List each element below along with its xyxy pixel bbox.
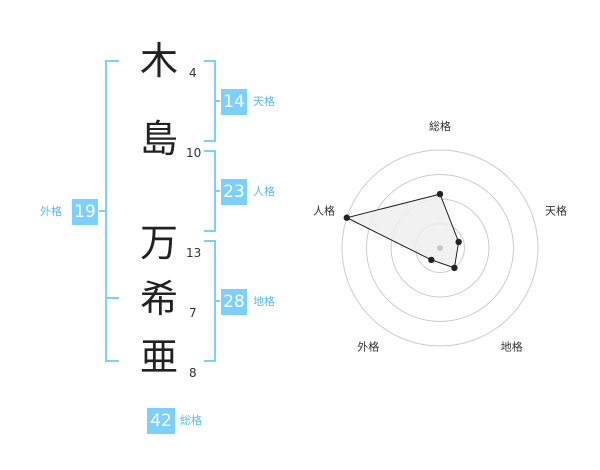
radar-axis-label-1: 総格 [429,119,451,133]
name-char-1: 木 [140,39,179,83]
name-char-5: 亜 [140,335,179,379]
radar-point-5 [343,214,350,221]
radar-series-polygon [345,193,460,269]
chikaku-badge: 28 [221,289,247,315]
radar-point-3 [451,264,458,272]
radar-point-1 [436,190,444,198]
radar-axis-label-5: 人格 [313,203,335,217]
radar-axis-label-2: 天格 [545,203,567,217]
stroke-count-5: 8 [189,366,197,380]
gaikaku-bracket-divider [105,297,119,299]
name-char-2: 島 [140,117,179,161]
radar-ring-4 [341,149,539,347]
jinkaku-label: 人格 [253,185,275,198]
radar-center-dot [437,245,443,251]
soukaku-badge: 42 [147,408,175,434]
stroke-count-4: 7 [189,306,197,320]
tenkaku-badge: 14 [221,89,247,115]
name-char-3: 万 [140,221,179,265]
chikaku-label: 地格 [253,295,275,308]
stroke-count-2: 10 [186,146,202,160]
radar-point-2 [455,238,462,246]
jinkaku-connector [214,190,220,192]
gaikaku-label: 外格 [40,205,62,218]
radar-axis-label-4: 外格 [357,340,379,354]
radar-axis-label-3: 地格 [501,340,523,354]
name-char-4: 希 [140,277,179,321]
stroke-count-3: 13 [186,246,202,260]
tenkaku-label: 天格 [253,95,275,108]
radar-ring-3 [366,174,514,322]
soukaku-label: 総格 [180,414,202,427]
chikaku-connector [214,300,220,302]
radar-point-4 [428,256,435,264]
jinkaku-badge: 23 [221,179,247,205]
tenkaku-connector [214,100,220,102]
gaikaku-connector [99,210,105,212]
stroke-count-1: 4 [189,66,197,80]
gaikaku-bracket [105,60,119,362]
gaikaku-badge: 19 [72,199,98,225]
